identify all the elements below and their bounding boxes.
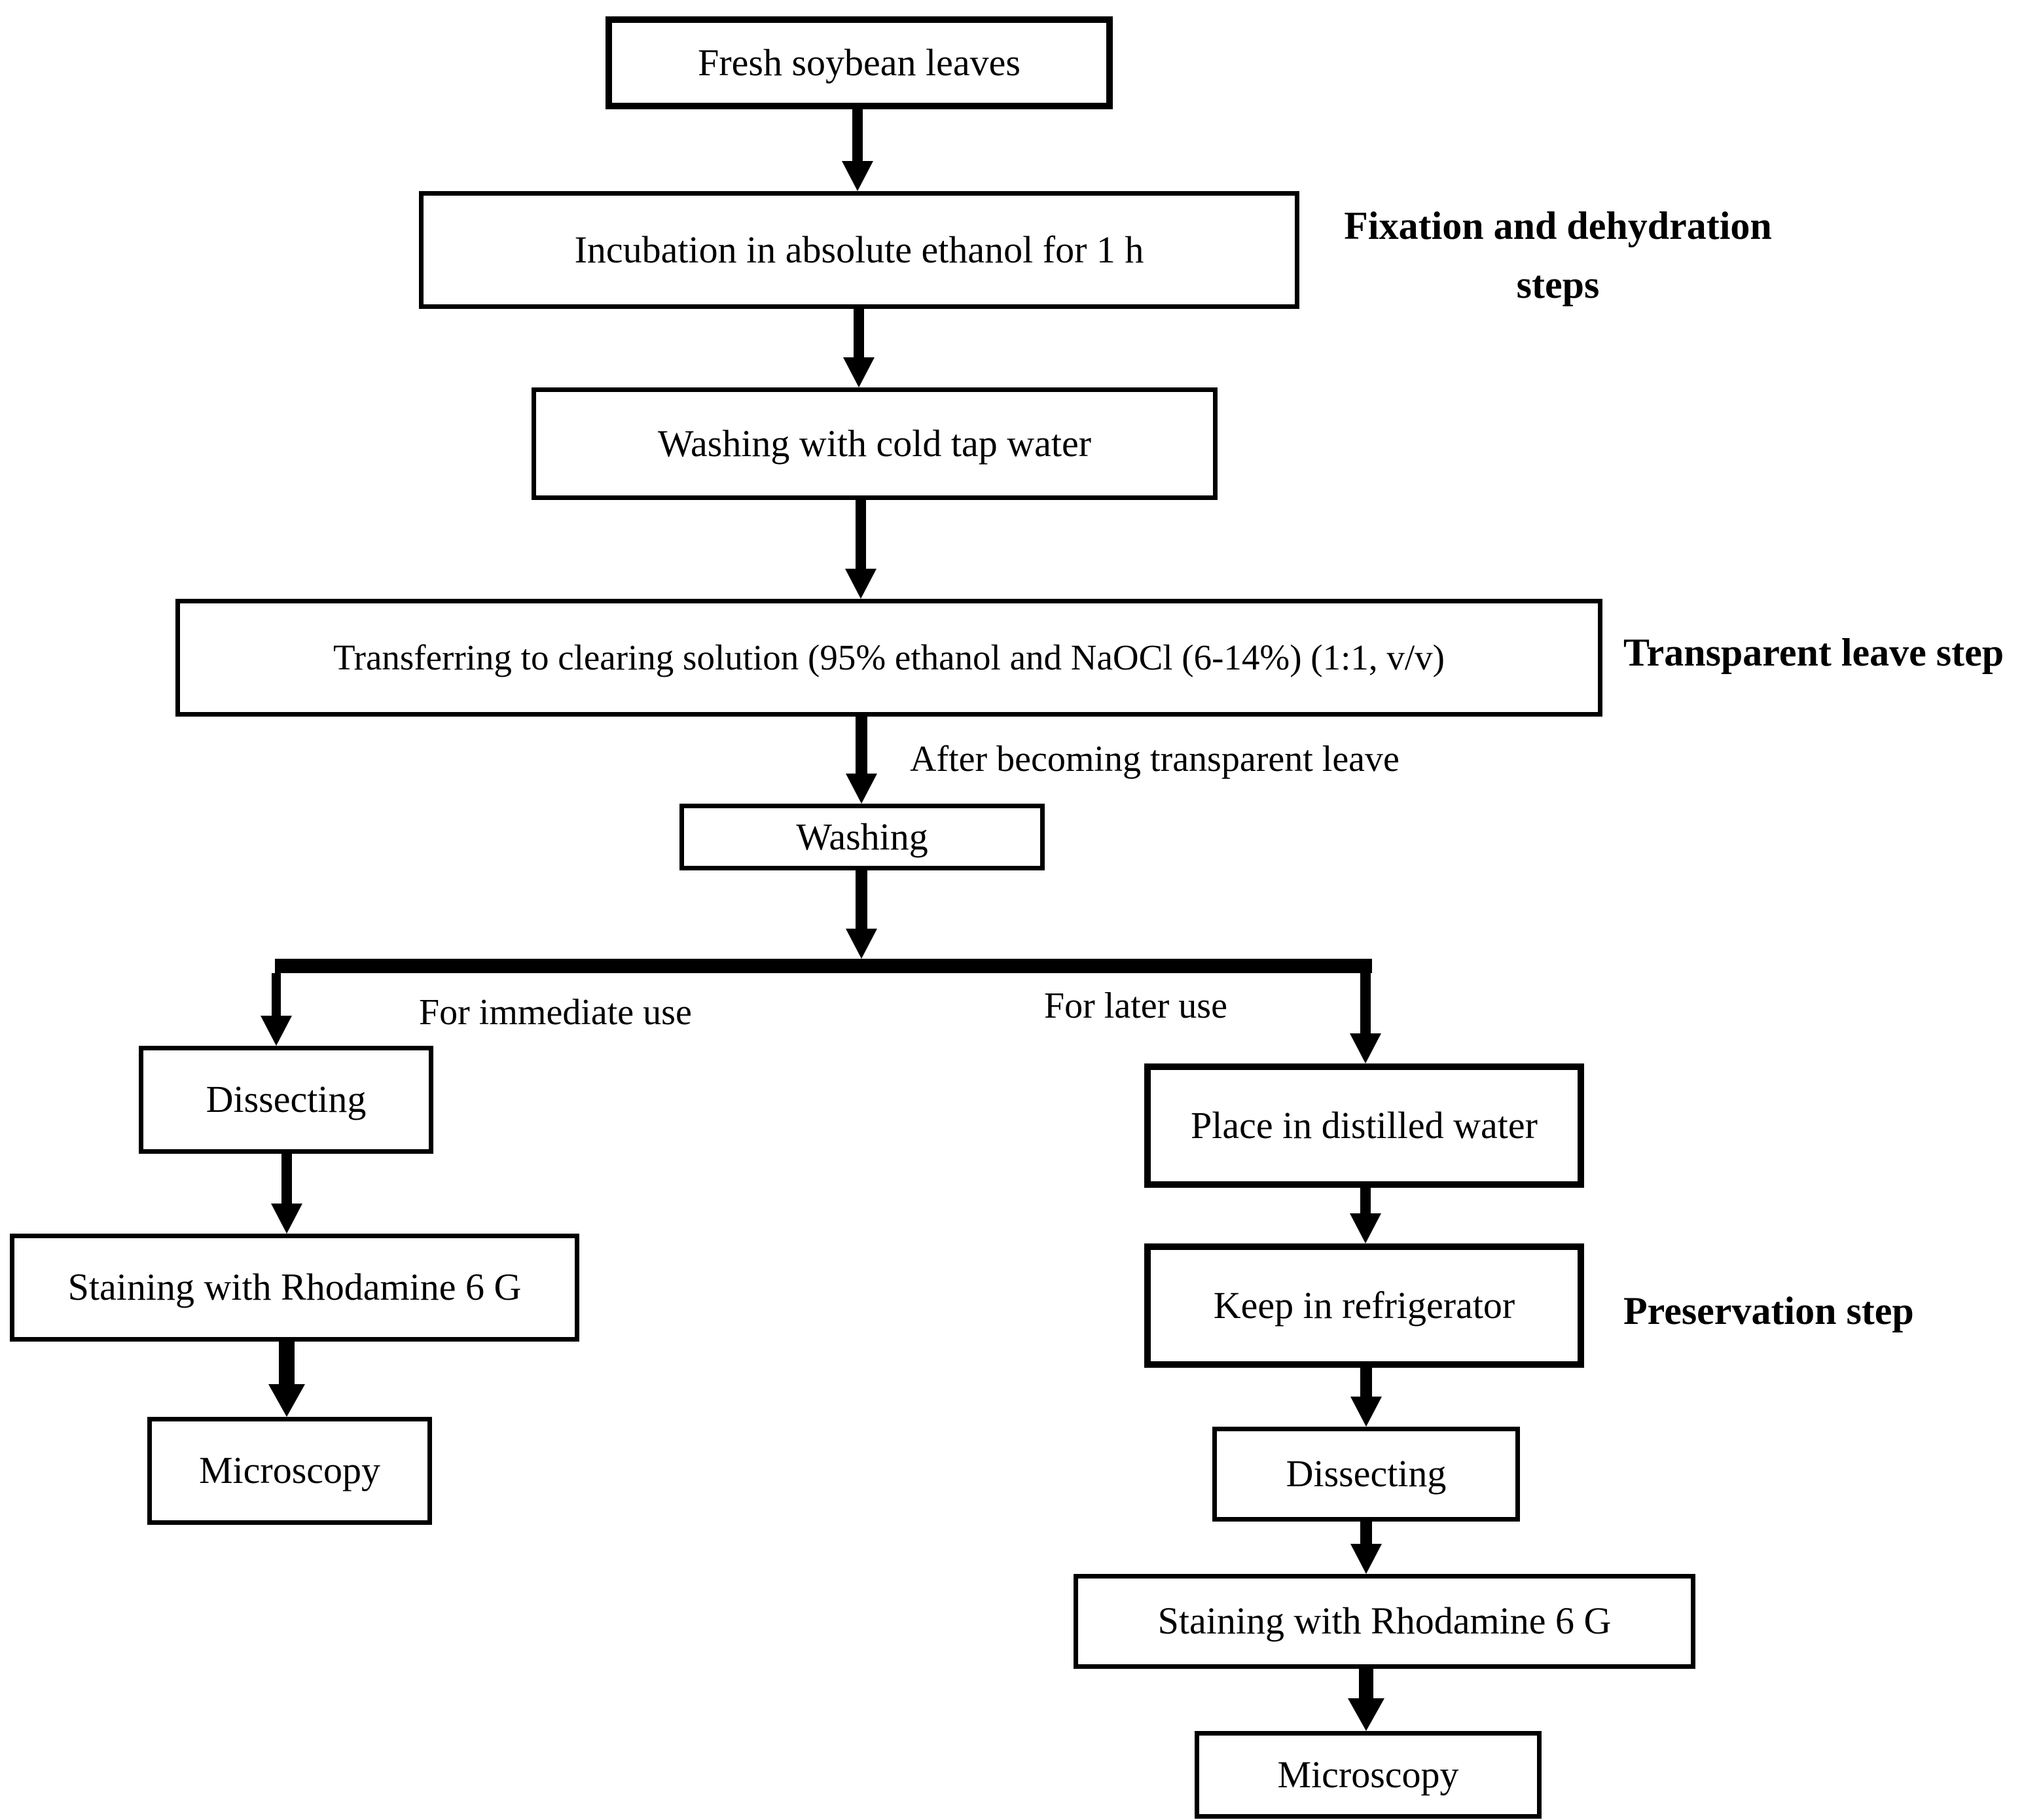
node-washing-cold-tap-water: Washing with cold tap water: [532, 387, 1218, 500]
side-label-fixation-dehydration: Fixation and dehydration steps: [1309, 196, 1807, 314]
side-label-fixation-line1: Fixation and dehydration: [1344, 204, 1772, 247]
node-incubation-ethanol: Incubation in absolute ethanol for 1 h: [419, 191, 1299, 309]
node-washing: Washing: [679, 804, 1045, 870]
node-staining-rhodamine-left: Staining with Rhodamine 6 G: [10, 1234, 579, 1342]
edge-label-for-immediate-use: For immediate use: [419, 992, 692, 1033]
side-label-fixation-line2: steps: [1516, 263, 1600, 306]
node-staining-rhodamine-right: Staining with Rhodamine 6 G: [1074, 1574, 1695, 1669]
node-dissecting-left: Dissecting: [139, 1046, 433, 1154]
node-clearing-solution: Transferring to clearing solution (95% e…: [175, 599, 1602, 717]
side-label-preservation-step: Preservation step: [1623, 1289, 1914, 1332]
node-microscopy-right: Microscopy: [1195, 1731, 1542, 1819]
node-fresh-soybean-leaves: Fresh soybean leaves: [605, 16, 1113, 109]
branch-bar: [275, 959, 1372, 973]
node-keep-refrigerator: Keep in refrigerator: [1144, 1243, 1584, 1368]
edge-label-after-transparent: After becoming transparent leave: [910, 739, 1400, 779]
node-place-distilled-water: Place in distilled water: [1144, 1063, 1584, 1188]
edge-label-for-later-use: For later use: [1044, 986, 1227, 1026]
node-microscopy-left: Microscopy: [147, 1417, 432, 1525]
node-dissecting-right: Dissecting: [1212, 1427, 1520, 1522]
side-label-transparent-leave-step: Transparent leave step: [1623, 631, 2004, 674]
